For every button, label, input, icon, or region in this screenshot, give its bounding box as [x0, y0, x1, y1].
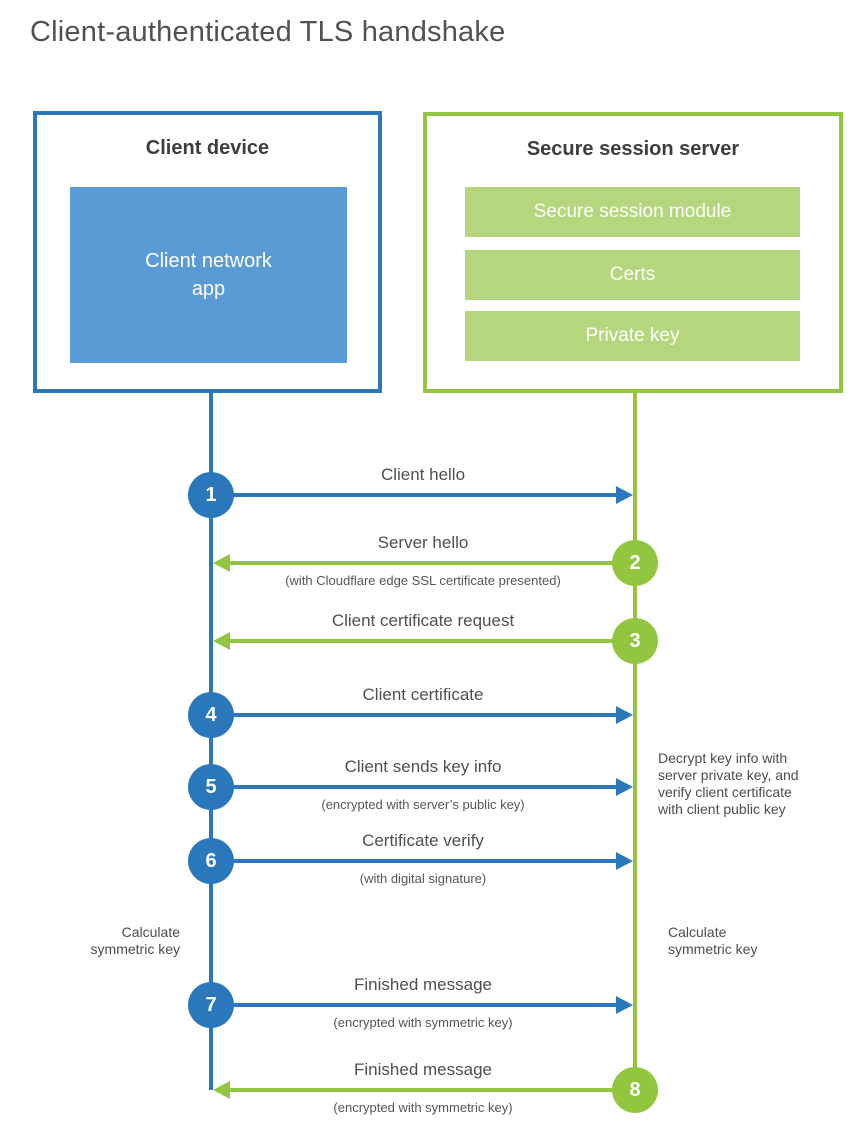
arrow-right-icon: [616, 486, 633, 504]
arrow-line: [211, 493, 617, 497]
step-number-badge: 4: [188, 692, 234, 738]
arrow-line: [211, 713, 617, 717]
server-lifeline: [633, 393, 637, 1092]
step-1-client-hello: Client hello 1: [0, 461, 865, 531]
secure-session-server-box: Secure session server Secure session mod…: [423, 112, 843, 393]
step-2-server-hello: Server hello (with Cloudflare edge SSL c…: [0, 529, 865, 599]
step-number-badge: 3: [612, 618, 658, 664]
step-label: Client certificate: [362, 685, 484, 704]
arrow-left-icon: [213, 554, 230, 572]
client-lifeline: [209, 393, 213, 1090]
client-device-title: Client device: [145, 137, 270, 159]
server-bar-secure-session-module: Secure session module: [465, 187, 800, 237]
step-number-badge: 6: [188, 838, 234, 884]
decrypt-key-info-note: Decrypt key info with server private key…: [658, 750, 799, 817]
step-5-client-sends-key-info: Client sends key info (encrypted with se…: [0, 753, 865, 823]
step-label: Server hello: [377, 533, 469, 552]
arrow-line: [230, 561, 635, 565]
step-sublabel: (encrypted with symmetric key): [333, 1015, 513, 1030]
step-number-badge: 1: [188, 472, 234, 518]
arrow-left-icon: [213, 1081, 230, 1099]
step-label: Finished message: [354, 1060, 492, 1079]
step-label: Client sends key info: [344, 757, 502, 776]
step-sublabel: (encrypted with server’s public key): [321, 797, 525, 812]
step-number-badge: 2: [612, 540, 658, 586]
arrow-line: [230, 1088, 635, 1092]
client-network-app-label: Client network app: [145, 250, 272, 300]
client-network-app-box: Client network app: [70, 187, 347, 363]
arrow-right-icon: [616, 996, 633, 1014]
arrow-left-icon: [213, 632, 230, 650]
step-4-client-certificate: Client certificate 4: [0, 681, 865, 751]
server-bar-certs: Certs: [465, 250, 800, 300]
server-bar-private-key: Private key: [465, 311, 800, 361]
arrow-line: [211, 859, 617, 863]
step-label: Client certificate request: [331, 611, 515, 630]
step-7-finished-message: Finished message (encrypted with symmetr…: [0, 971, 865, 1041]
step-label: Certificate verify: [362, 831, 484, 850]
calculate-symmetric-key-left-note: Calculate symmetric key: [90, 924, 180, 957]
client-device-box: Client device Client network app: [33, 111, 382, 393]
step-sublabel: (encrypted with symmetric key): [333, 1100, 513, 1115]
arrow-line: [211, 1003, 617, 1007]
step-number-badge: 7: [188, 982, 234, 1028]
page-title: Client-authenticated TLS handshake: [30, 16, 506, 48]
step-6-certificate-verify: Certificate verify (with digital signatu…: [0, 827, 865, 897]
step-8-finished-message: Finished message (encrypted with symmetr…: [0, 1056, 865, 1126]
step-sublabel: (with Cloudflare edge SSL certificate pr…: [285, 573, 561, 588]
step-label: Finished message: [354, 975, 492, 994]
step-number-badge: 8: [612, 1067, 658, 1113]
arrow-right-icon: [616, 706, 633, 724]
step-sublabel: (with digital signature): [359, 871, 487, 886]
step-number-badge: 5: [188, 764, 234, 810]
arrow-line: [211, 785, 617, 789]
secure-session-server-title: Secure session server: [526, 138, 740, 160]
arrow-line: [230, 639, 635, 643]
arrow-right-icon: [616, 778, 633, 796]
arrow-right-icon: [616, 852, 633, 870]
step-3-client-certificate-request: Client certificate request 3: [0, 607, 865, 677]
step-label: Client hello: [380, 465, 466, 484]
calculate-symmetric-key-right-note: Calculate symmetric key: [668, 924, 758, 957]
